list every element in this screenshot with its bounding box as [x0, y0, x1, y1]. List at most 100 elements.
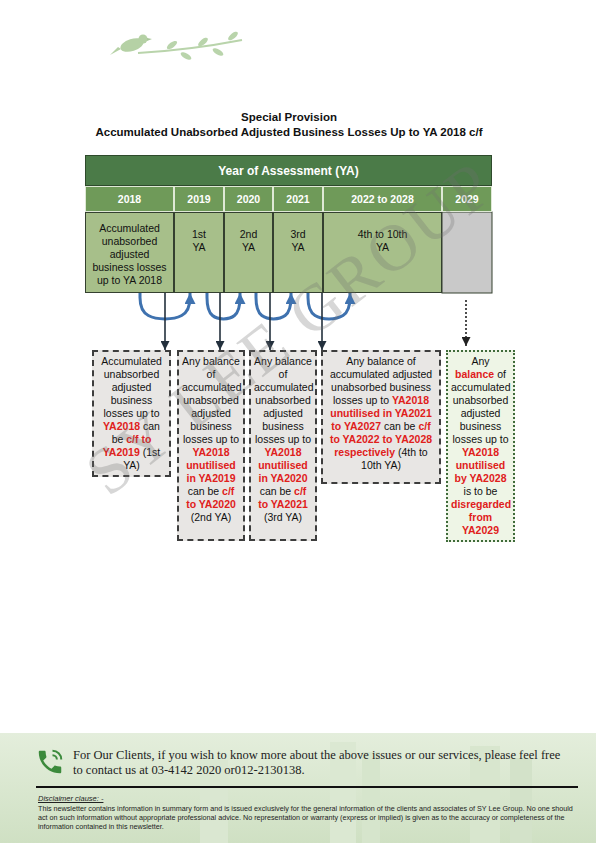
explanation-box: Any balance of accumulated unabsorbed ad… [249, 350, 317, 541]
phone-handset [39, 751, 62, 774]
text-word: (2nd [191, 511, 215, 523]
text-word: unabsorbed [453, 394, 508, 406]
leaf [180, 51, 193, 62]
diagram-title: Special Provision [0, 111, 578, 123]
node-text: Accumulated unabsorbed adjusted business… [97, 355, 166, 472]
connector-group [140, 293, 350, 350]
text-word: YA2019 [103, 446, 143, 458]
text-word: 3rd [290, 228, 305, 240]
down-arrow [164, 293, 166, 350]
year-header: 2019 [174, 186, 224, 212]
text-word: unutilised [456, 459, 506, 471]
text-word: Accumulated [99, 222, 160, 234]
text-word: YA [376, 241, 389, 253]
text-word: to [302, 433, 311, 445]
empty-table-cell [442, 212, 492, 293]
text-word: to [380, 394, 392, 406]
text-word: to [500, 433, 509, 445]
down-arrow [219, 293, 221, 350]
text-word: respectively [334, 446, 398, 458]
text-word: YA2020 [199, 498, 236, 510]
text-word: 4th [358, 228, 376, 240]
year-header: 2022 to 2028 [323, 186, 442, 212]
text-word: Any [471, 355, 489, 367]
text-word: in [186, 472, 198, 484]
text-word: to [112, 274, 123, 286]
text-word: of [497, 368, 506, 380]
text-word: losses [103, 407, 136, 419]
leaf [197, 36, 210, 48]
carry-forward-arrow [308, 293, 350, 319]
text-word: YA2019 [199, 472, 236, 484]
node-text: 3rd YA [285, 228, 311, 254]
disclaimer-heading: Disclaimer clause: - [38, 794, 238, 803]
text-word: YA [291, 241, 304, 253]
node-text: Accumulated unabsorbed adjusted business… [91, 222, 168, 287]
text-word: YA2018 [392, 394, 429, 406]
node-text: Any balance of accumulated unabsorbed ad… [182, 355, 240, 524]
explanation-box: Accumulated unabsorbed adjusted business… [92, 350, 171, 477]
text-word: business [262, 420, 303, 432]
text-word: business [111, 394, 152, 406]
text-word: from [469, 511, 492, 523]
text-word: be [404, 420, 419, 432]
node-text: Any balance of accumulated unabsorbed ad… [451, 355, 510, 537]
text-word: business [92, 261, 136, 273]
year-header: 2018 [85, 186, 174, 212]
text-word: YA2028 [395, 433, 432, 445]
text-word: up [97, 274, 112, 286]
text-word: to [230, 433, 239, 445]
year-header: 2021 [273, 186, 323, 212]
text-word: YA2018 [462, 446, 499, 458]
text-word: be [112, 433, 127, 445]
text-word: up [288, 433, 303, 445]
table-cell: Accumulated unabsorbed adjusted business… [85, 212, 174, 293]
node-text: Any balance of accumulated adjusted unab… [326, 355, 436, 472]
text-word: up [216, 433, 231, 445]
text-word: to [330, 433, 343, 445]
text-word: unabsorbed [331, 381, 389, 393]
text-word: be [207, 485, 222, 497]
table-cell: 3rd YA [273, 212, 323, 293]
text-word: 10th [387, 228, 407, 240]
table-cell: 1st YA [174, 212, 224, 293]
text-word: up [366, 394, 381, 406]
text-word: losses [333, 394, 366, 406]
text-word: (1st [143, 446, 161, 458]
text-word: adjusted [191, 407, 231, 419]
text-word: by [455, 472, 470, 484]
node-text: Any balance of accumulated unabsorbed ad… [254, 355, 312, 524]
text-word: Any [346, 355, 367, 367]
year-header: 2020 [224, 186, 273, 212]
text-word: to [382, 433, 395, 445]
text-word: of [407, 355, 416, 367]
text-word: YA2020 [271, 472, 308, 484]
leaf [212, 47, 225, 58]
text-word: c/f [418, 420, 430, 432]
contact-note: For Our Clients, if you wish to know mor… [73, 748, 573, 778]
disclaimer-text: This newsletter contains information in … [38, 804, 580, 831]
text-word: unutilised [330, 407, 383, 419]
text-word: business [460, 420, 501, 432]
text-word: to [151, 407, 160, 419]
node-text: 2nd YA [236, 228, 261, 254]
year-header: 2029 [442, 186, 492, 212]
text-word: up [136, 407, 151, 419]
text-word: 10th [361, 459, 384, 471]
text-word: adjusted [392, 368, 432, 380]
text-word: accumulated [451, 381, 511, 393]
text-word: business [389, 381, 430, 393]
text-word: to [419, 446, 428, 458]
text-word: unabsorbed [102, 235, 157, 247]
text-word: is [464, 485, 475, 497]
explanation-box: Any balance of accumulated unabsorbed ad… [177, 350, 245, 541]
carry-forward-arrow [207, 293, 240, 319]
text-word: can [188, 485, 208, 497]
text-word: accumulated [254, 381, 314, 393]
bird-tail [110, 47, 121, 55]
text-word: losses [452, 433, 485, 445]
text-word: YA2018 [265, 446, 302, 458]
bird-beak [147, 38, 152, 41]
down-arrow [269, 293, 271, 350]
